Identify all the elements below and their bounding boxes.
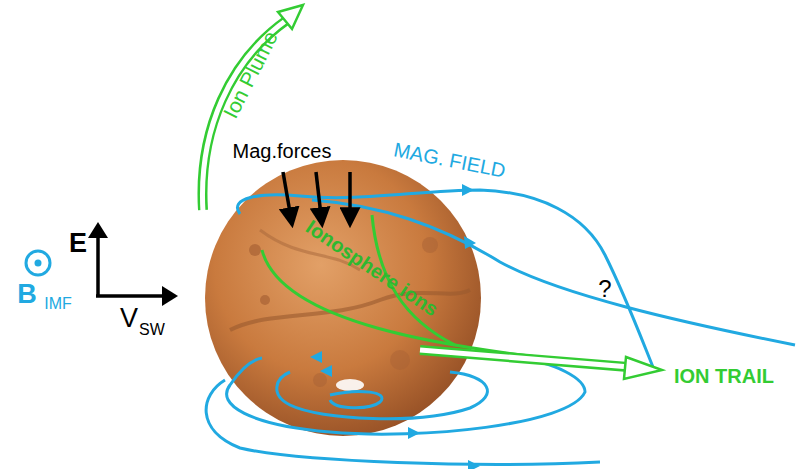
axes: [96, 236, 165, 296]
v-arrowhead: [162, 286, 178, 306]
ion-trail-arrow: [420, 350, 662, 379]
b-field-symbol: [26, 251, 50, 275]
mag-force-arrows: [283, 172, 350, 224]
e-arrowhead: [88, 222, 108, 238]
velocity-letter: V: [120, 305, 138, 332]
plume-label: Ion Plume: [219, 27, 281, 121]
subscript: IMF: [44, 296, 72, 312]
axis-letter: E: [69, 230, 87, 257]
force-label: Mag.forces: [233, 141, 332, 161]
field-label: MAG. FIELD: [392, 139, 507, 180]
mars-planet: [205, 160, 481, 436]
field-lines: [206, 190, 795, 464]
field-letter: B: [17, 281, 37, 308]
question-mark: ?: [598, 277, 611, 301]
trail-label: ION TRAIL: [674, 366, 774, 386]
ion-plume-arrow: [202, 5, 303, 212]
subscript: SW: [139, 322, 165, 338]
field-direction-arrows: [310, 184, 480, 469]
ion-lines: [262, 215, 632, 366]
